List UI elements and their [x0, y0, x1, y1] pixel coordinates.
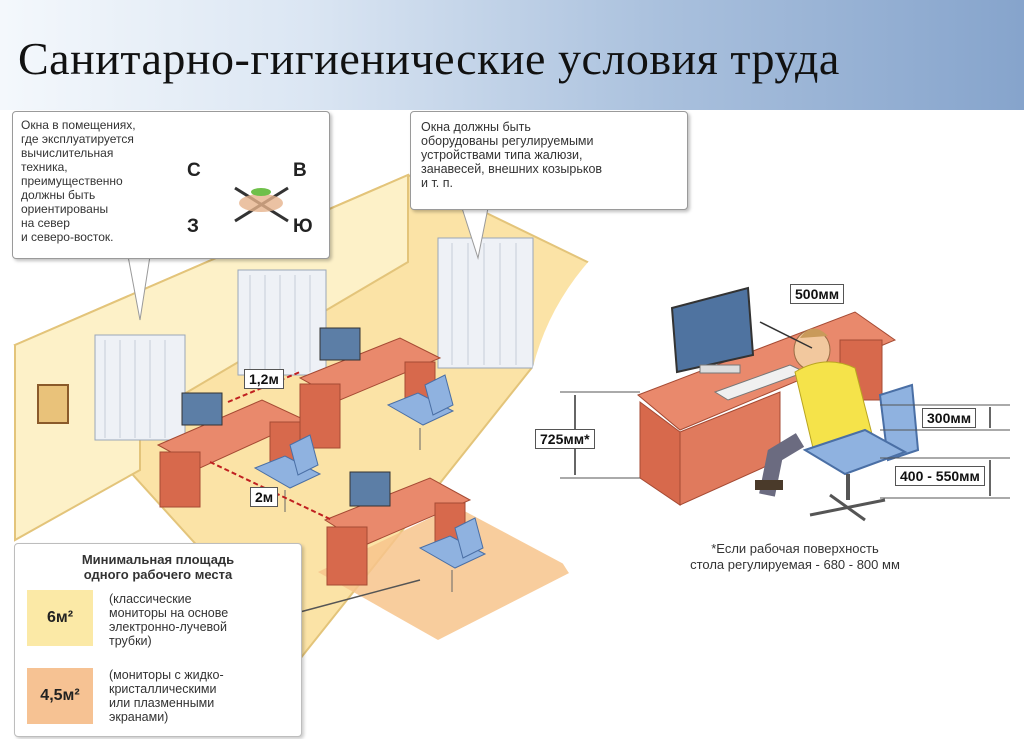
chair-large [802, 383, 920, 522]
knee-gap-label: 300мм [922, 408, 977, 428]
floor-rug [318, 506, 575, 640]
distance-label-monitors: 2м [250, 487, 279, 507]
wall-picture [37, 384, 69, 424]
window-right [437, 237, 534, 369]
compass-west: З [187, 216, 199, 237]
distance-arrow-rows [227, 371, 301, 403]
chair-3 [418, 517, 487, 592]
desk-3 [323, 471, 472, 586]
footnote: *Если рабочая поверхность стола регулиру… [690, 541, 900, 572]
blinds-text: Окна должны быть оборудованы регулируемы… [421, 120, 603, 190]
area-title: Минимальная площадь одного рабочего мест… [81, 552, 235, 582]
blinds-callout: Окна должны быть оборудованы регулируемы… [410, 111, 688, 210]
window-left [94, 334, 186, 441]
distance-label-rows: 1,2м [244, 369, 284, 389]
workplace-area-panel: Минимальная площадь одного рабочего мест… [14, 543, 302, 737]
orientation-text: Окна в помещениях, где эксплуатируется в… [21, 118, 136, 244]
chair-2 [386, 374, 455, 450]
area-desc-lcd: (мониторы с жидко- кристаллическими или … [109, 668, 224, 724]
eye-distance-label: 500мм [790, 284, 845, 304]
area-desc-crt: (классические мониторы на основе электро… [109, 592, 229, 648]
compass-east: В [293, 160, 307, 181]
desk-height-label: 725мм* [535, 429, 595, 449]
person-at-desk [755, 328, 874, 497]
area-pointer [299, 579, 421, 613]
window-middle [237, 269, 327, 376]
chair-1 [253, 434, 322, 512]
area-swatch-lcd: 4,5м² [27, 668, 93, 724]
title-banner [0, 0, 1024, 110]
orientation-callout: Окна в помещениях, где эксплуатируется в… [12, 111, 330, 259]
seat-height-label: 400 - 550мм [895, 466, 985, 486]
eye-distance-line [759, 321, 813, 349]
page-title: Санитарно-гигиенические условия труда [18, 33, 840, 84]
area-swatch-crt: 6м² [27, 590, 93, 646]
compass-south: Ю [293, 216, 313, 237]
compass-rose [234, 186, 289, 223]
compass-north: С [187, 160, 201, 181]
